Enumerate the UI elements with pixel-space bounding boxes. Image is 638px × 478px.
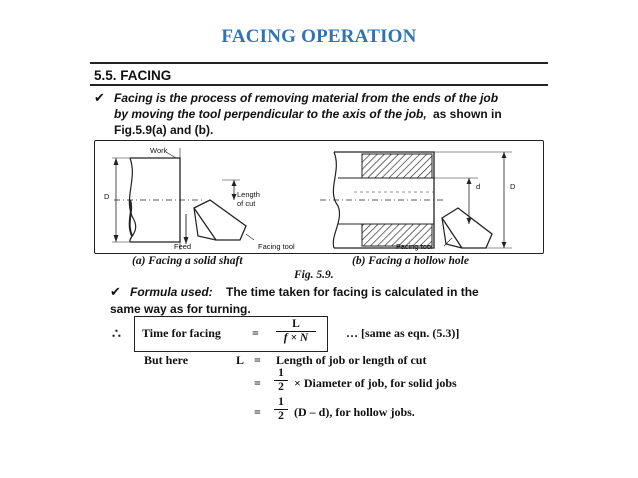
- eq2-text: × Diameter of job, for solid jobs: [294, 376, 457, 390]
- length-line-2: of cut: [237, 199, 256, 208]
- fraction-denominator: f × N: [283, 332, 309, 344]
- label-d-small: d: [476, 182, 481, 191]
- caption-a: (a) Facing a solid shaft: [132, 255, 243, 267]
- formula-label: Formula used:: [130, 285, 213, 299]
- eq3-text: (D – d), for hollow jobs.: [294, 405, 415, 419]
- section-heading: 5.5. FACING: [94, 68, 172, 83]
- equals-sign-4: =: [254, 405, 261, 419]
- page-title: FACING OPERATION: [221, 26, 417, 47]
- hollow-job-drawing: [320, 151, 512, 249]
- label-feed: Feed: [174, 242, 192, 251]
- fraction-l-over-fn: L f × N: [276, 318, 316, 345]
- label-facing-tool-b: Facing tool: [396, 242, 433, 251]
- time-label: Time for facing: [142, 326, 221, 340]
- label-facing-tool-a: Facing tool: [258, 242, 295, 251]
- but-here: But here: [144, 353, 189, 367]
- var-l: L: [236, 353, 245, 367]
- figure-label: Fig. 5.9.: [294, 269, 334, 281]
- eq1-text: Length of job or length of cut: [276, 353, 427, 367]
- intro-line-3: Fig.5.9(a) and (b).: [114, 123, 214, 137]
- solid-shaft-drawing: [112, 148, 255, 250]
- formula-text-1: The time taken for facing is calculated …: [226, 285, 479, 299]
- formula-text-2: same way as for turning.: [110, 302, 251, 316]
- equals-sign-2: =: [254, 353, 261, 367]
- intro-line-1: Facing is the process of removing materi…: [114, 91, 499, 105]
- label-d-upper: D: [104, 192, 110, 201]
- label-d-right: D: [510, 182, 516, 191]
- intro-line-2a: by moving the tool perpendicular to the …: [114, 107, 427, 121]
- label-work: Work: [150, 146, 168, 155]
- header-rule: [90, 62, 548, 64]
- equals-sign: =: [252, 326, 259, 340]
- check-icon-2: ✔: [110, 284, 121, 299]
- equals-sign-3: =: [254, 376, 261, 390]
- half-num-1: 1: [274, 367, 288, 381]
- therefore-symbol: ∴: [112, 327, 121, 342]
- figure-frame: [94, 140, 544, 254]
- length-line-1: Length: [237, 190, 260, 199]
- heading-rule: [90, 84, 548, 86]
- half-den-2: 2: [278, 410, 284, 422]
- facing-figure: [112, 148, 512, 250]
- same-as-note: … [same as eqn. (5.3)]: [346, 326, 460, 340]
- caption-b: (b) Facing a hollow hole: [352, 255, 469, 267]
- half-num-2: 1: [274, 396, 288, 410]
- scanned-page: 5.5. FACING ✔ Facing is the process of r…: [90, 62, 548, 434]
- check-icon: ✔: [94, 90, 105, 105]
- half-fraction-2: 1 2: [274, 396, 288, 423]
- intro-line-2b: as shown in: [433, 107, 502, 121]
- fraction-numerator: L: [276, 318, 316, 332]
- half-fraction-1: 1 2: [274, 367, 288, 394]
- half-den-1: 2: [278, 381, 284, 393]
- formula-box: [134, 316, 328, 352]
